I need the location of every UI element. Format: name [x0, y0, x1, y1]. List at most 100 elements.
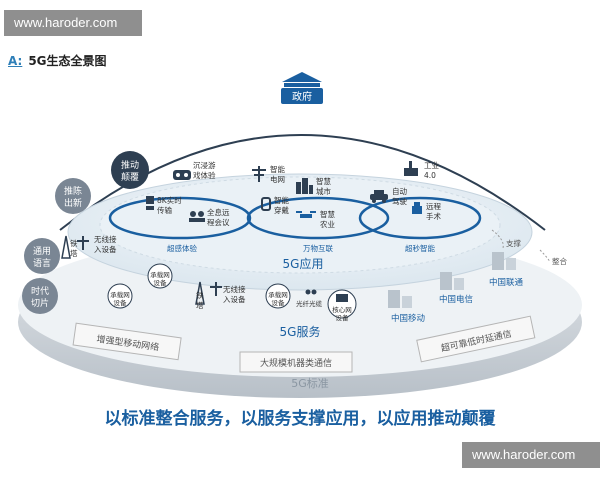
- vr-game-icon: [173, 170, 191, 180]
- service-wireless2-line2: 入设备: [223, 294, 246, 304]
- core-network-icon: [327, 289, 357, 319]
- service-carrier2-line1: 承载网: [150, 270, 170, 279]
- unicom-building-icon: [492, 252, 516, 270]
- smart-city-icon: [296, 178, 313, 194]
- layer-app-label: 5G应用: [283, 256, 324, 271]
- app-8k-line2: 传输: [157, 205, 172, 215]
- standard-mmtc-label: 大规模机器类通信: [260, 357, 332, 369]
- bubble-drive-line2: 颠覆: [121, 171, 139, 183]
- government-label: 政府: [292, 90, 312, 103]
- bubble-era-line2: 切片: [31, 297, 49, 309]
- holo-meeting-icon: [189, 211, 205, 222]
- watermark-bottom: www.haroder.com: [462, 442, 600, 468]
- app-grid-line1: 智能: [270, 164, 285, 174]
- hd-transmission-icon: [146, 196, 154, 210]
- standard-urllc-plate: [416, 315, 536, 363]
- service-carrier3-line2: 设备: [272, 298, 286, 307]
- zone-instant-label: 超秒智能: [405, 243, 435, 253]
- smartwatch-icon: [261, 197, 271, 211]
- remote-surgery-icon: [412, 202, 422, 214]
- standard-embb-plate: [72, 322, 182, 361]
- operator-mobile-label: 中国移动: [391, 313, 426, 324]
- zone-iot-label: 万物互联: [303, 243, 333, 253]
- tower-icon-2: [195, 281, 205, 305]
- app-meeting-line2: 程会议: [207, 217, 230, 227]
- link-integrate-label: 整合: [552, 256, 567, 266]
- bubble-era-line1: 时代: [31, 285, 49, 297]
- app-grid-line2: 电网: [270, 174, 285, 184]
- bubble-drive-line1: 推动: [121, 159, 139, 171]
- service-rail1-line2: 塔: [70, 248, 78, 258]
- carrier-icon-3: [265, 283, 291, 309]
- service-fiber-label: 光纤光缆: [296, 299, 323, 308]
- standard-mmtc-plate: [239, 351, 353, 373]
- app-city-line1: 智慧: [316, 176, 331, 186]
- carrier-icon-1: [107, 283, 133, 309]
- app-8k-line1: 8K实时: [157, 195, 182, 205]
- app-vr-line2: 戏体验: [193, 170, 216, 180]
- service-wireless2-line1: 无线接: [223, 284, 246, 294]
- service-carrier2-line2: 设备: [154, 278, 168, 287]
- service-wireless1-line2: 入设备: [94, 244, 117, 254]
- diagram-caption: 以标准整合服务，以服务支撑应用，以应用推动颠覆: [104, 409, 496, 429]
- service-rail2-line1: 铁: [196, 290, 204, 300]
- service-rail1-line1: 铁: [70, 238, 78, 248]
- app-drive-line2: 驾驶: [392, 196, 407, 206]
- bubble-drive: 推动 颠覆: [111, 151, 149, 189]
- operator-telecom-label: 中国电信: [439, 294, 474, 305]
- bubble-lang-line2: 语言: [33, 257, 51, 269]
- bubble-lang: 通用 语言: [24, 238, 60, 274]
- app-city-line2: 城市: [316, 186, 331, 196]
- support-link-line: [491, 229, 504, 249]
- zone-super-label: 超感体验: [167, 243, 197, 253]
- bubble-new: 推陈 出新: [55, 178, 91, 214]
- service-carrier1-line1: 承载网: [110, 290, 130, 299]
- mobile-building-icon: [388, 290, 412, 308]
- power-grid-icon: [252, 166, 266, 182]
- app-surgery-line1: 远程: [426, 202, 441, 211]
- service-core-line2: 设备: [336, 313, 350, 322]
- drone-icon: [296, 211, 316, 218]
- zone-instant: [358, 196, 482, 240]
- app-vr-line1: 沉浸游: [193, 160, 216, 170]
- service-rail2-line2: 塔: [196, 300, 204, 310]
- link-support-label: 支撑: [506, 238, 521, 248]
- service-carrier1-line2: 设备: [114, 298, 128, 307]
- government-box: [281, 88, 323, 104]
- figure-title: 5G生态全景图: [28, 54, 107, 68]
- operator-unicom-label: 中国联通: [489, 277, 524, 288]
- service-core-line1: 核心网: [332, 305, 352, 314]
- app-wear-line1: 智能: [274, 195, 289, 205]
- app-industry-line2: 4.0: [424, 171, 436, 180]
- layer-standard-label: 5G标准: [291, 376, 329, 390]
- tower-icon-1: [61, 235, 71, 259]
- service-carrier3-line1: 承载网: [268, 290, 288, 299]
- zone-super: [108, 196, 252, 240]
- telecom-building-icon: [440, 272, 464, 290]
- figure-letter: A:: [8, 54, 23, 68]
- bubble-new-line1: 推陈: [64, 185, 82, 197]
- zone-iot: [246, 196, 390, 240]
- integrate-link-line: [539, 249, 551, 263]
- antenna-icon-1: [77, 236, 89, 250]
- self-driving-car-icon: [370, 190, 388, 203]
- app-meeting-line1: 全息远: [207, 207, 230, 217]
- app-industry-line1: 工业: [424, 160, 439, 170]
- watermark-top: www.haroder.com: [4, 10, 142, 36]
- robot-arm-icon: [404, 161, 418, 176]
- app-drive-line1: 自动: [392, 186, 407, 196]
- app-agri-line2: 农业: [320, 219, 335, 229]
- app-basin-inner: [99, 176, 501, 274]
- app-surgery-line2: 手术: [426, 211, 441, 221]
- app-agri-line1: 智慧: [320, 209, 335, 219]
- service-wireless1-line1: 无线接: [94, 234, 117, 244]
- fiber-cable-icon: [305, 289, 317, 295]
- bubble-lang-line1: 通用: [33, 246, 51, 257]
- bubble-era: 时代 切片: [22, 278, 58, 314]
- carrier-icon-2: [147, 263, 173, 289]
- layer-service-label: 5G服务: [280, 324, 321, 339]
- app-wear-line2: 穿戴: [274, 205, 289, 215]
- figure-header: A: 5G生态全景图: [8, 52, 107, 69]
- antenna-icon-2: [210, 282, 222, 296]
